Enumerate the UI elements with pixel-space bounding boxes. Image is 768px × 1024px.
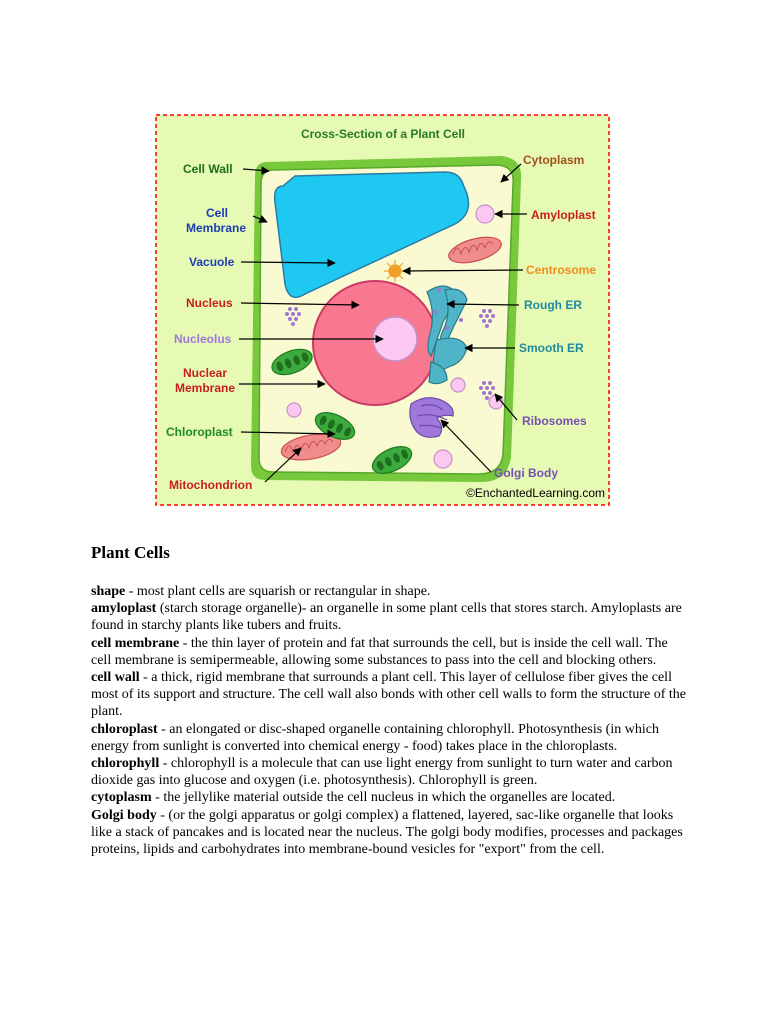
definition-item: Golgi body - (or the golgi apparatus or … [91,807,691,859]
definition-item: chlorophyll - chlorophyll is a molecule … [91,755,691,789]
definitions-list: shape - most plant cells are squarish or… [91,583,691,858]
ribosome-clusters [285,307,495,400]
definition-text: - most plant cells are squarish or recta… [125,584,431,599]
label-rough-er: Rough ER [524,298,582,312]
definition-item: cell wall - a thick, rigid membrane that… [91,669,691,721]
label-nucleolus: Nucleolus [174,332,232,346]
label-nuclear-membrane-2: Membrane [175,381,235,395]
golgi-body [409,397,454,438]
definition-term: chlorophyll [91,756,160,772]
chloroplast-2 [314,412,356,440]
label-chloroplast: Chloroplast [166,425,233,439]
label-amyloplast: Amyloplast [531,208,596,222]
vesicles [286,377,504,469]
label-ribosomes: Ribosomes [522,414,587,428]
label-vacuole: Vacuole [189,255,235,269]
pointer-arrows [239,163,527,483]
centrosome [384,260,406,282]
definition-item: chloroplast - an elongated or disc-shape… [91,721,691,755]
diagram-title: Cross-Section of a Plant Cell [301,127,465,141]
definition-term: amyloplast [91,601,157,617]
definition-text: - the jellylike material outside the cel… [151,790,616,806]
label-centrosome: Centrosome [526,263,596,277]
definition-text: - an elongated or disc-shaped organelle … [91,721,659,754]
definition-term: Golgi body [91,807,157,823]
amyloplast [475,204,495,224]
diagram-credit: ©EnchantedLearning.com [466,486,605,500]
label-mitochondrion: Mitochondrion [169,478,252,492]
definition-text: - a thick, rigid membrane that surrounds… [91,670,686,720]
definition-term: cytoplasm [91,790,152,806]
mitochondrion-1 [448,236,502,264]
label-cell-membrane-2: Membrane [186,221,246,235]
label-cytoplasm: Cytoplasm [523,153,584,167]
definition-item: shape - most plant cells are squarish or… [91,583,691,600]
definition-text: - chlorophyll is a molecule that can use… [91,756,673,789]
definition-text: - the thin layer of protein and fat that… [91,635,668,668]
label-nucleus: Nucleus [186,296,233,310]
definition-term: cell wall [91,670,140,686]
definition-item: cytoplasm - the jellylike material outsi… [91,789,691,806]
chloroplast-1 [271,348,313,376]
label-cell-membrane-1: Cell [206,206,228,220]
chloroplast-3 [371,446,413,474]
definition-text: (starch storage organelle)- an organelle… [91,601,682,634]
label-golgi-body: Golgi Body [494,466,558,480]
definition-term: chloroplast [91,721,158,737]
smooth-er [428,337,468,385]
label-cell-wall: Cell Wall [183,162,233,176]
definition-item: cell membrane - the thin layer of protei… [91,635,691,669]
definition-item: amyloplast (starch storage organelle)- a… [91,600,691,634]
section-heading: Plant Cells [91,543,170,562]
label-nuclear-membrane-1: Nuclear [183,366,227,380]
definition-term: shape [91,584,126,599]
vacuole [273,171,470,299]
label-smooth-er: Smooth ER [519,341,584,355]
definition-term: cell membrane [91,635,180,651]
plant-cell-diagram: Cross-Section of a Plant Cell [155,114,610,506]
definition-text: - (or the golgi apparatus or golgi compl… [91,807,683,858]
